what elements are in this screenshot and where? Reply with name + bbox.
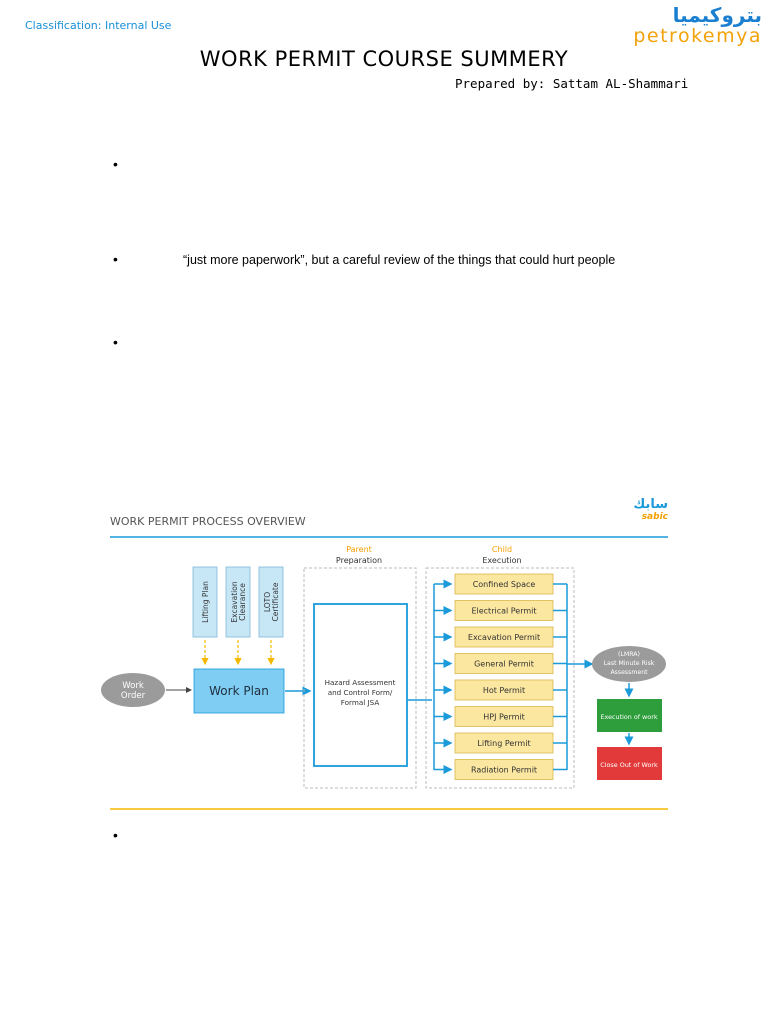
hazard-line1: Hazard Assessment xyxy=(325,678,396,687)
permit-label: HPJ Permit xyxy=(483,713,525,722)
permit-box: HPJ Permit xyxy=(434,706,567,727)
logo-arabic: بتروكيميا xyxy=(673,3,762,27)
page-title: WORK PERMIT COURSE SUMMERY xyxy=(199,47,569,71)
parent-sub-label: Preparation xyxy=(336,556,382,565)
hazard-assessment-node: Hazard Assessment and Control Form/ Form… xyxy=(313,603,408,767)
hazard-line3: Formal JSA xyxy=(341,698,380,707)
lmra-line2: Last Minute Risk xyxy=(604,660,655,667)
logo-latin: petrokemya xyxy=(633,25,762,46)
permit-box: Excavation Permit xyxy=(434,626,567,648)
permit-label: Electrical Permit xyxy=(471,607,536,616)
permit-label: Radiation Permit xyxy=(471,766,537,775)
diagram-title: WORK PERMIT PROCESS OVERVIEW xyxy=(110,515,306,528)
child-sub-label: Execution xyxy=(482,556,521,565)
certificate-loto: LOTO Certificate xyxy=(258,566,284,638)
permit-box: Lifting Permit xyxy=(434,732,567,754)
close-out-label: Close Out of Work xyxy=(600,761,658,769)
sabic-logo-arabic: سابك xyxy=(633,497,668,512)
hazard-line2: and Control Form/ xyxy=(328,688,393,697)
child-label: Child xyxy=(492,545,512,554)
certificate-excavation-line2: Clearance xyxy=(238,583,247,621)
classification-label: Classification: Internal Use xyxy=(25,19,172,32)
certificate-loto-line1: LOTO xyxy=(263,592,272,612)
petrokemya-logo: بتروكيميا petrokemya xyxy=(633,3,762,46)
bullet-text-2: “just more paperwork”, but a careful rev… xyxy=(183,253,616,267)
execution-label: Execution of work xyxy=(600,713,657,721)
certificate-lifting-plan-label: Lifting Plan xyxy=(201,581,210,623)
permit-box: Electrical Permit xyxy=(434,600,567,621)
work-plan-node: Work Plan xyxy=(193,668,285,714)
work-order-node: Work Order xyxy=(101,673,165,707)
close-out-node: Close Out of Work xyxy=(597,747,662,780)
certificate-lifting-plan: Lifting Plan xyxy=(192,566,218,638)
work-order-line1: Work xyxy=(122,681,144,691)
permit-label: Confined Space xyxy=(473,580,536,589)
lmra-node: (LMRA) Last Minute Risk Assessment xyxy=(592,646,666,682)
parent-label: Parent xyxy=(346,545,372,554)
certificate-excavation-line1: Excavation xyxy=(230,581,239,622)
sabic-logo-latin: sabic xyxy=(642,512,669,522)
permit-label: Hot Permit xyxy=(483,686,525,695)
bullet-marker-3: • xyxy=(113,334,118,350)
permit-box: Confined Space xyxy=(434,573,567,595)
permit-label: Lifting Permit xyxy=(477,739,530,748)
lmra-line3: Assessment xyxy=(610,669,648,676)
permit-box: General Permit xyxy=(434,653,567,674)
permit-box: Hot Permit xyxy=(434,679,567,701)
work-plan-label: Work Plan xyxy=(209,684,269,698)
permit-label: Excavation Permit xyxy=(468,633,540,642)
bullet-marker-4: • xyxy=(113,827,118,843)
certificate-excavation-clearance: Excavation Clearance xyxy=(225,566,251,638)
certificate-loto-line2: Certificate xyxy=(271,582,280,621)
bullet-marker-1: • xyxy=(113,156,118,172)
prepared-by: Prepared by: Sattam AL-Shammari xyxy=(455,76,689,91)
work-permit-process-diagram: WORK PERMIT PROCESS OVERVIEW سابك sabic … xyxy=(101,497,669,810)
permit-box: Radiation Permit xyxy=(434,759,567,780)
permit-label: General Permit xyxy=(474,660,534,669)
execution-of-work-node: Execution of work xyxy=(597,699,662,732)
lmra-line1: (LMRA) xyxy=(618,651,640,658)
work-order-line2: Order xyxy=(121,691,146,701)
bullet-marker-2: • xyxy=(113,251,118,267)
